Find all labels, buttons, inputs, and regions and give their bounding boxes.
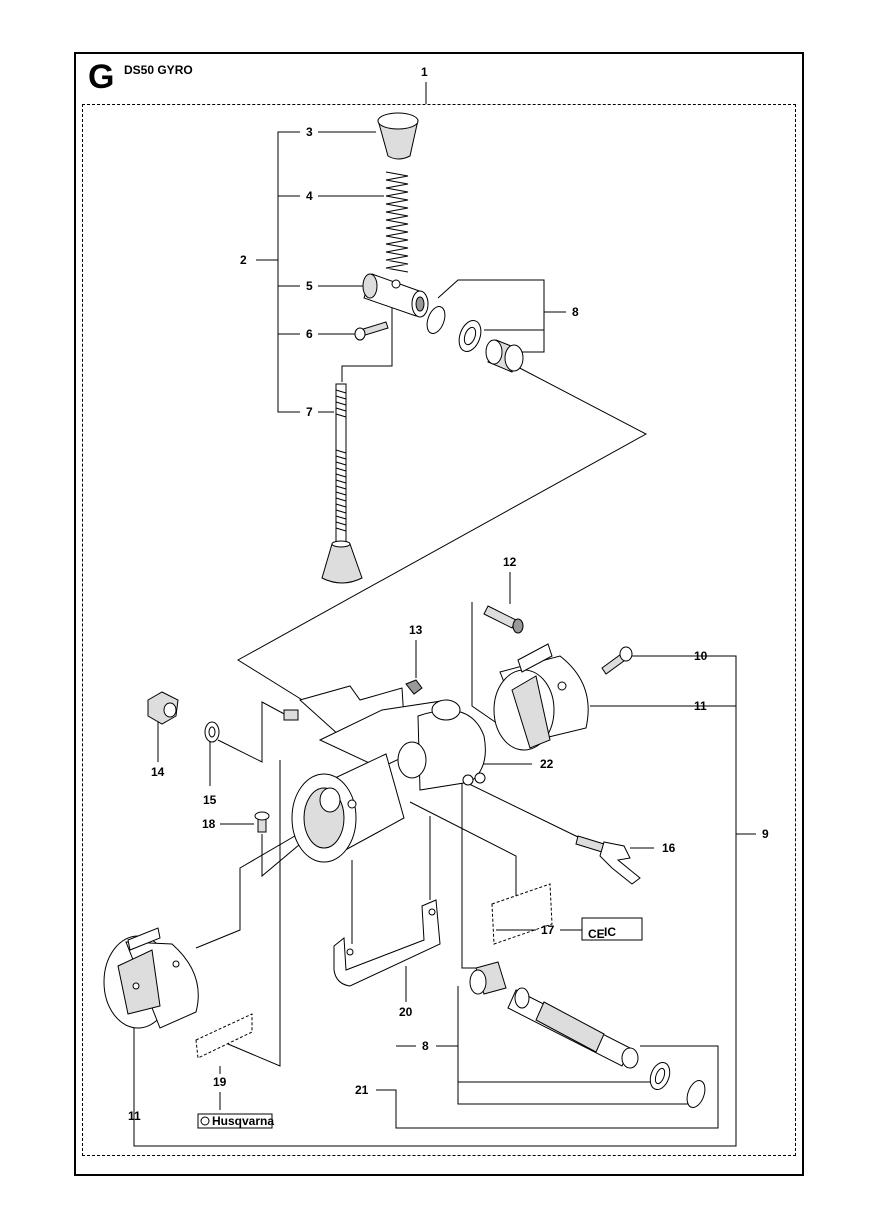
callout-17: 17	[541, 923, 555, 937]
sleeve	[362, 273, 429, 318]
section-letter: G	[88, 58, 115, 96]
callout-16: 16	[662, 841, 676, 855]
end-cup-left	[103, 927, 199, 1029]
end-cup-right	[493, 643, 589, 751]
callout-22: 22	[540, 757, 554, 771]
callout-13: 13	[409, 623, 423, 637]
threaded-rod	[321, 383, 363, 584]
callout-11-right: 11	[694, 699, 707, 713]
callout-1: 1	[421, 65, 428, 79]
washer-15	[204, 721, 220, 743]
screw	[354, 321, 389, 341]
sticker-17	[491, 883, 553, 945]
nut-14	[147, 691, 179, 725]
callout-21: 21	[355, 1083, 369, 1097]
clamp-lever	[575, 835, 641, 885]
callout-14: 14	[151, 765, 165, 779]
callout-15: 15	[203, 793, 217, 807]
ce-mark: CE	[588, 927, 605, 941]
callout-6: 6	[306, 327, 313, 341]
logo-text: Husqvarna	[212, 1114, 274, 1128]
callout-12: 12	[503, 555, 517, 569]
callout-19: 19	[213, 1075, 227, 1089]
callout-8-bottom: 8	[422, 1039, 429, 1053]
knob	[377, 112, 419, 160]
callout-9: 9	[762, 827, 769, 841]
screw-10	[601, 646, 633, 675]
circlip-and-bushing-top	[426, 306, 524, 373]
callout-labels: 1 2 3 4 5 6 7 8 8 9 10 11 11 12 13 14 15…	[128, 65, 769, 1123]
clamp-body	[291, 753, 405, 863]
callout-18: 18	[202, 817, 216, 831]
callout-4: 4	[306, 189, 313, 203]
assembly-boundary	[82, 104, 796, 1156]
drawing-title: DS50 GYRO	[124, 63, 193, 77]
ic-mark: IC	[604, 925, 616, 939]
shaft-assembly	[469, 961, 706, 1108]
callout-20: 20	[399, 1005, 413, 1019]
callout-8-top: 8	[572, 305, 579, 319]
callout-10: 10	[694, 649, 708, 663]
callout-7: 7	[306, 405, 313, 419]
nut-13	[405, 679, 423, 695]
drawing-frame	[74, 52, 804, 1176]
handle	[333, 899, 441, 987]
ce-label: CE IC	[581, 917, 643, 941]
callout-2: 2	[240, 253, 247, 267]
screw-12	[483, 605, 524, 634]
callout-3: 3	[306, 125, 313, 139]
husqvarna-logo: Husqvarna	[197, 1113, 274, 1129]
callout-11-left: 11	[128, 1109, 141, 1123]
spring	[385, 171, 409, 273]
leader-lines	[133, 82, 756, 1147]
screw-18	[254, 811, 270, 833]
callout-5: 5	[306, 279, 313, 293]
sticker-19	[195, 1013, 253, 1059]
